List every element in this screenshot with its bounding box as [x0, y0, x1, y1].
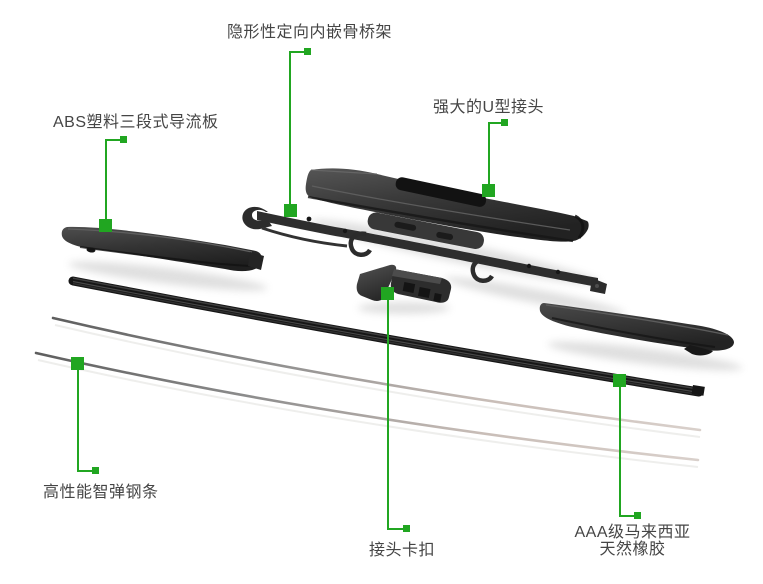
steel-strips-illustration [34, 316, 702, 468]
callout-anchor-marker [284, 204, 297, 217]
callout-line-horizontal [77, 470, 94, 472]
callout-anchor-marker [613, 374, 626, 387]
callout-label-line1: AAA级马来西亚 [574, 524, 691, 541]
callout-elbow-marker [501, 119, 508, 126]
steel-strip-upper [51, 316, 702, 432]
callout-label-line2: 天然橡胶 [599, 541, 666, 558]
callout-anchor-marker [99, 219, 112, 232]
callout-elbow-marker [634, 512, 641, 519]
callout-elbow-marker [120, 136, 127, 143]
callout-label-steel-strip: 高性能智弹钢条 [43, 484, 159, 501]
callout-line-vertical [77, 368, 79, 472]
callout-label-u-connector: 强大的U型接头 [433, 99, 545, 116]
callout-label-natural-rubber: AAA级马来西亚 天然橡胶 [570, 524, 695, 558]
steel-strip-lower [34, 351, 700, 462]
callout-line-horizontal [387, 528, 405, 530]
callout-line-horizontal [619, 515, 636, 517]
callout-line-horizontal [289, 51, 306, 53]
u-connector-opening [395, 177, 487, 207]
connector-clip-illustration [356, 264, 452, 303]
callout-label-abs-spoiler: ABS塑料三段式导流板 [53, 114, 219, 131]
callout-anchor-marker [71, 357, 84, 370]
callout-label-connector-clip: 接头卡扣 [369, 542, 436, 559]
frame-center-plate [367, 212, 484, 249]
callout-elbow-marker [304, 48, 311, 55]
callout-line-vertical [619, 387, 621, 517]
bridge-frame-illustration [242, 206, 607, 294]
callout-line-horizontal [105, 139, 122, 141]
callout-line-vertical [488, 123, 490, 185]
left-spoiler-illustration [61, 226, 264, 272]
callout-line-vertical [105, 140, 107, 220]
callout-line-vertical [289, 52, 291, 205]
right-spoiler-illustration [539, 303, 734, 356]
callout-line-horizontal [488, 122, 503, 124]
callout-elbow-marker [403, 525, 410, 532]
callout-anchor-marker [482, 184, 495, 197]
top-cover-illustration [305, 168, 589, 243]
callout-line-vertical [387, 300, 389, 529]
callout-label-bridge-frame: 隐形性定向内嵌骨桥架 [227, 24, 393, 41]
callout-anchor-marker [381, 287, 394, 300]
callout-elbow-marker [92, 467, 99, 474]
